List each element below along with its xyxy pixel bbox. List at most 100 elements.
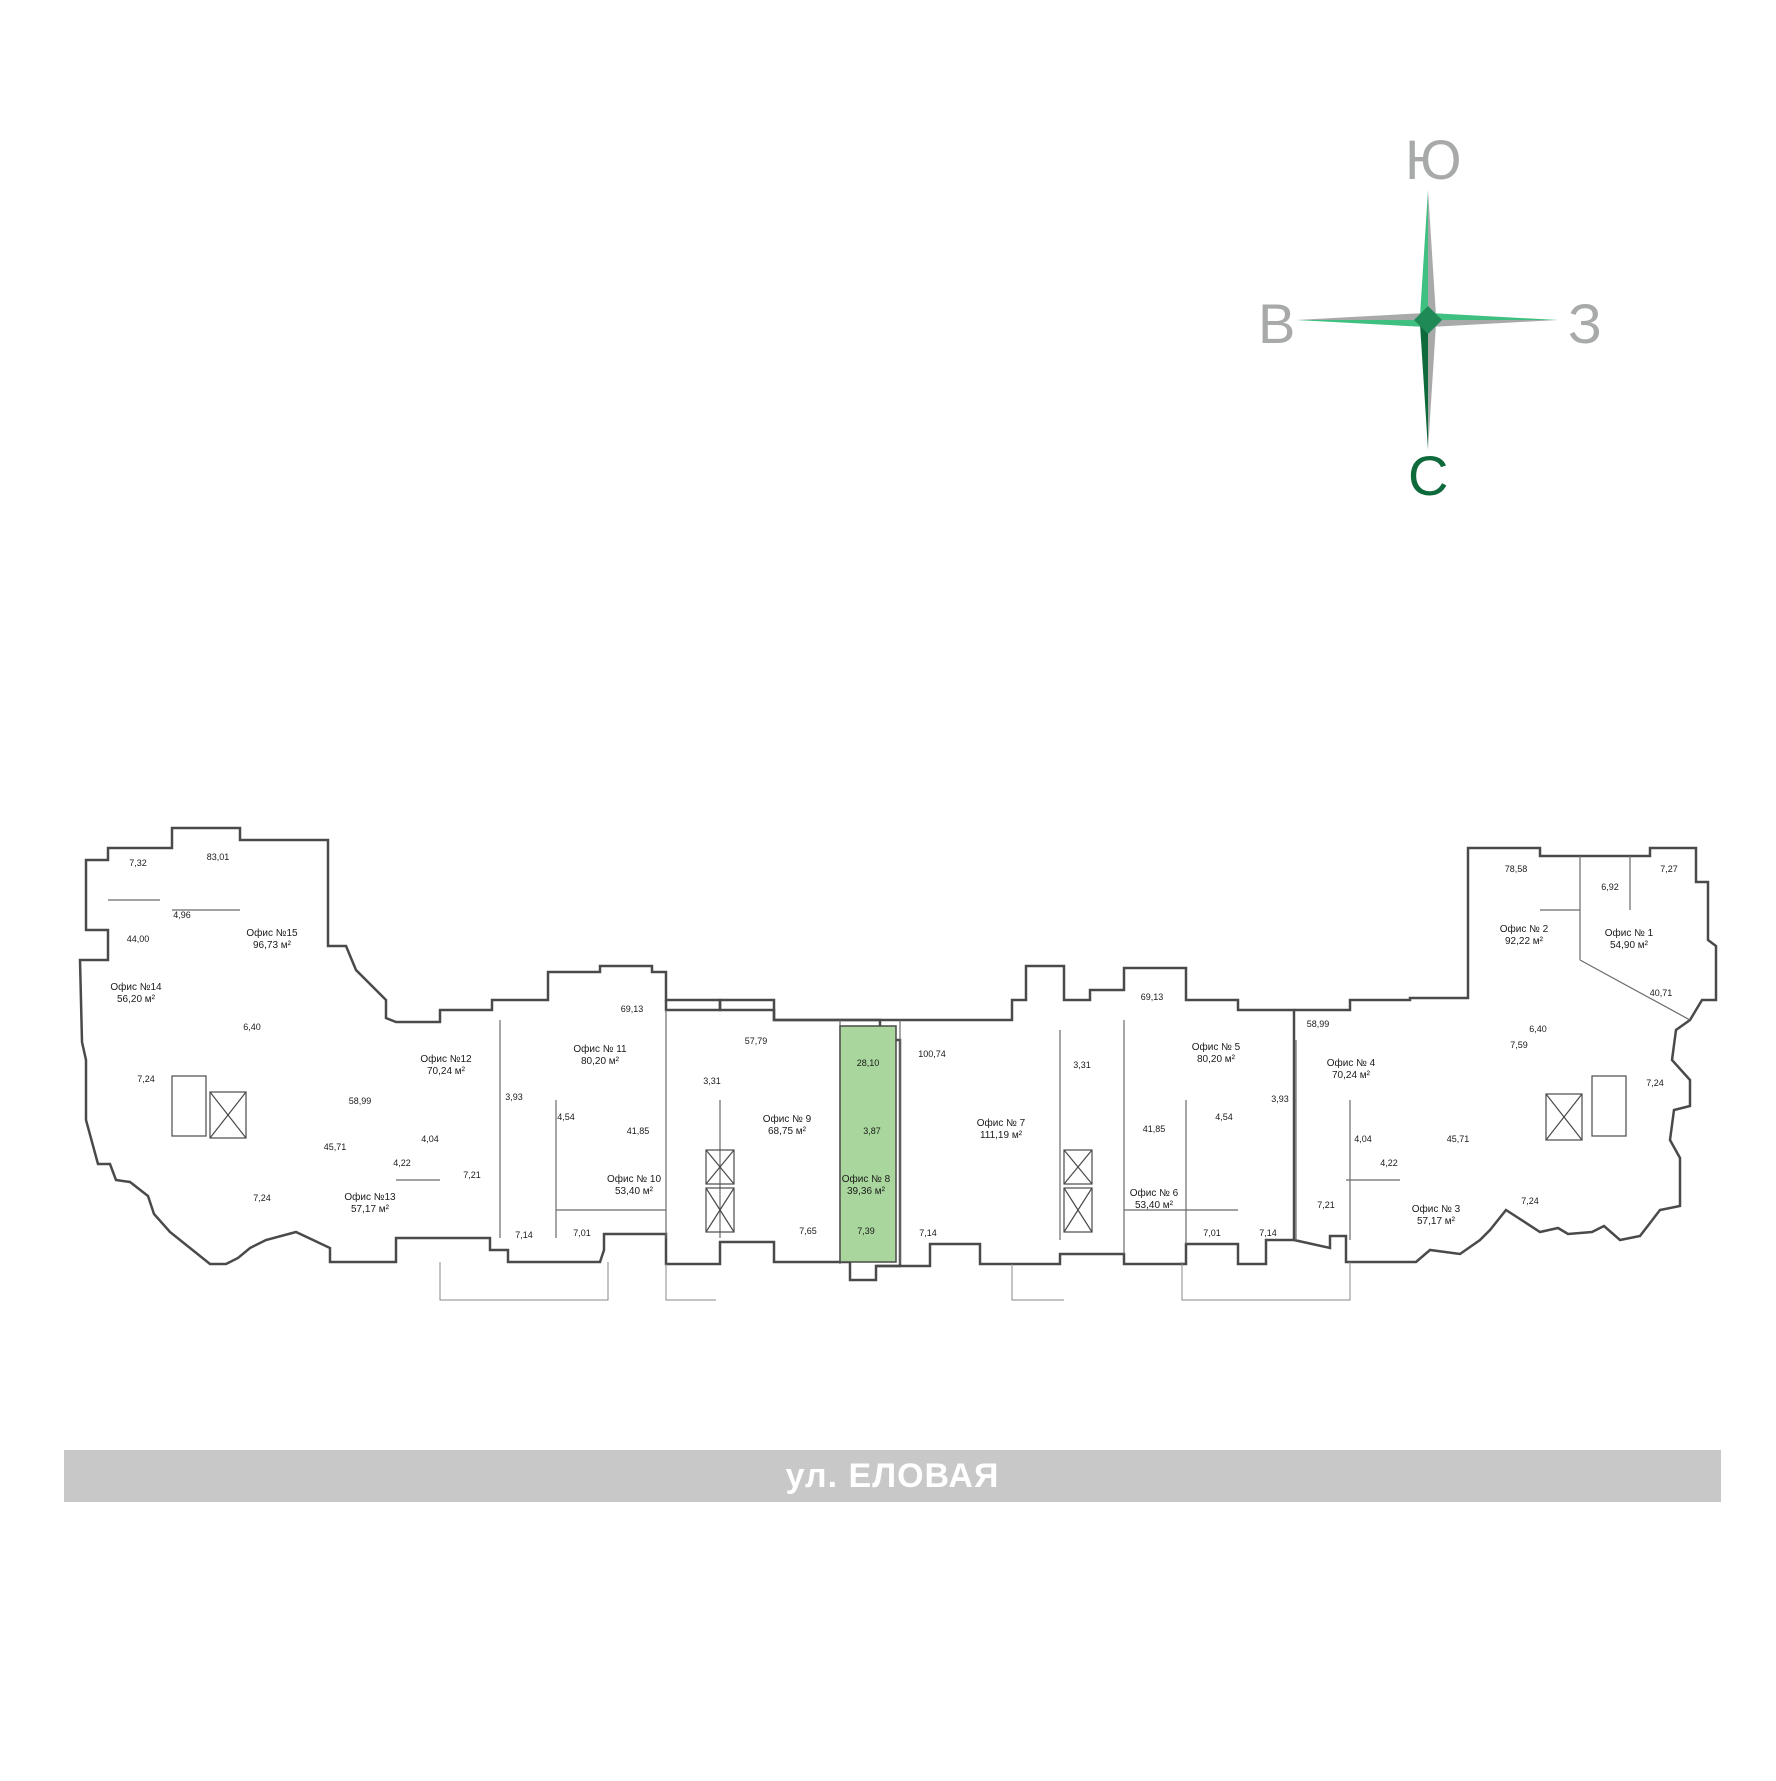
room-area-label: 45,71 [1447,1134,1470,1144]
room-area-label: 3,93 [1271,1094,1289,1104]
compass-center [1414,306,1442,334]
office-3-name: Офис № 3 [1412,1203,1461,1215]
office-2-name: Офис № 2 [1500,923,1549,935]
office-15-name: Офис №15 [246,927,298,939]
office-13-area: 57,17 м² [351,1204,390,1215]
room-area-label: 7,14 [1259,1228,1277,1238]
room-area-label: 69,13 [621,1004,644,1014]
room-area-label: 45,71 [324,1142,347,1152]
room-area-label: 4,22 [393,1158,411,1168]
office-8-area: 39,36 м² [847,1186,886,1197]
office-8-name: Офис № 8 [842,1173,891,1185]
street-bar: ул. ЕЛОВАЯ [64,1450,1721,1502]
room-labels: 7,32 83,01 4,96 44,00 6,40 7,24 7,24 58,99 45,71… [127,852,1678,1240]
room-area-label: 100,74 [918,1049,946,1059]
office-5-name: Офис № 5 [1192,1041,1241,1053]
compass-label-north: С [1408,444,1449,507]
room-area-label: 44,00 [127,934,150,944]
compass-label-south: Ю [1405,128,1462,191]
room-area-label: 7,32 [129,858,147,868]
room-area-label: 7,27 [1660,864,1678,874]
office-1-area: 54,90 м² [1610,940,1649,951]
compass-south-left [1420,190,1428,316]
room-area-label: 41,85 [1143,1124,1166,1134]
room-area-label: 7,14 [919,1228,937,1238]
office-12-area: 70,24 м² [427,1066,466,1077]
room-area-label: 7,01 [1203,1228,1221,1238]
room-area-label: 7,24 [1646,1078,1664,1088]
office-5-area: 80,20 м² [1197,1054,1236,1065]
compass-label-west: В [1258,292,1296,355]
room-area-label: 6,40 [1529,1024,1547,1034]
room-area-label: 7,21 [1317,1200,1335,1210]
room-area-label: 3,93 [505,1092,523,1102]
office-12-name: Офис №12 [420,1053,472,1065]
room-area-label: 4,04 [421,1134,439,1144]
office-15-area: 96,73 м² [253,940,292,951]
office-11-area: 80,20 м² [581,1056,620,1067]
office-14-area: 56,20 м² [117,994,156,1005]
room-area-label: 7,01 [573,1228,591,1238]
compass-label-east: З [1568,292,1602,355]
room-area-label: 83,01 [207,852,230,862]
entrances [439,1262,1351,1301]
compass-east-bottom [1430,320,1558,327]
room-area-label: 58,99 [1307,1019,1330,1029]
compass [1296,190,1558,450]
room-area-label: 7,24 [137,1074,155,1084]
room-area-label: 4,96 [173,910,191,920]
room-area-label: 40,71 [1650,988,1673,998]
room-area-label: 7,24 [253,1193,271,1203]
compass-west-top [1296,313,1426,320]
office-10-name: Офис № 10 [607,1173,661,1185]
room-area-label: 4,22 [1380,1158,1398,1168]
street-label: ул. ЕЛОВАЯ [785,1456,1000,1495]
office-11-name: Офис № 11 [573,1043,627,1055]
office-9-name: Офис № 9 [763,1113,812,1125]
office-7-area: 111,19 м² [980,1130,1023,1141]
room-area-label: 57,79 [745,1036,768,1046]
office-1-name: Офис № 1 [1605,927,1654,939]
wall-left-wing [78,826,902,1282]
room-area-label: 4,04 [1354,1134,1372,1144]
office-3-area: 57,17 м² [1417,1216,1456,1227]
room-area-label: 7,39 [857,1226,875,1236]
wall-center [664,964,1296,1268]
room-area-label: 41,85 [627,1126,650,1136]
room-area-label: 78,58 [1505,864,1528,874]
room-area-label: 58,99 [349,1096,372,1106]
compass-north-right [1428,324,1436,450]
office-9-area: 68,75 м² [768,1126,807,1137]
wall-right-wing [1293,846,1718,1264]
room-area-label: 7,65 [799,1226,817,1236]
room-area-label: 6,40 [243,1022,261,1032]
room-area-label: 7,21 [463,1170,481,1180]
compass-east-top [1430,313,1558,320]
room-area-label: 28,10 [857,1058,880,1068]
office-4-area: 70,24 м² [1332,1070,1371,1081]
room-area-label: 3,31 [1073,1060,1091,1070]
room-area-label: 69,13 [1141,992,1164,1002]
room-area-label: 4,54 [1215,1112,1233,1122]
room-area-label: 3,87 [863,1126,881,1136]
room-area-label: 7,59 [1510,1040,1528,1050]
building-walls [78,826,1718,1282]
compass-west-bottom [1296,320,1426,327]
office-7-name: Офис № 7 [977,1117,1026,1129]
room-area-label: 3,31 [703,1076,721,1086]
office-14-name: Офис №14 [110,981,162,993]
room-area-label: 4,54 [557,1112,575,1122]
compass-south-right [1428,190,1436,316]
office-6-area: 53,40 м² [1135,1200,1174,1211]
room-area-label: 6,92 [1601,882,1619,892]
stair-cores [171,1075,1627,1233]
room-area-label: 7,24 [1521,1196,1539,1206]
office-8-highlight[interactable] [839,1025,897,1263]
office-6-name: Офис № 6 [1130,1187,1179,1199]
room-area-label: 7,14 [515,1230,533,1240]
compass-north-left [1420,324,1428,450]
office-13-name: Офис №13 [344,1191,396,1203]
